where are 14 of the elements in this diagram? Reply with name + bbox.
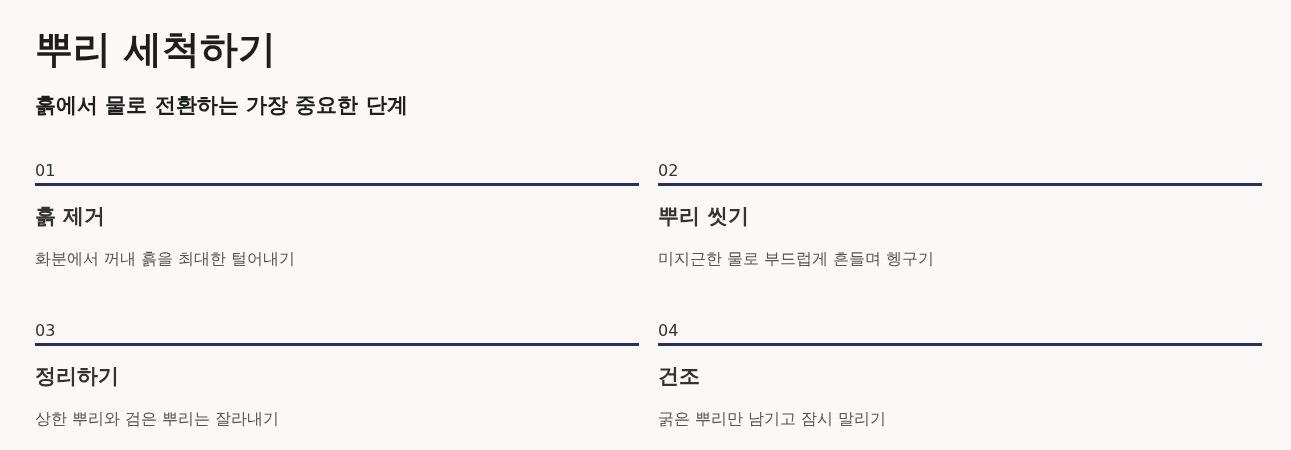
- step-number: 01: [35, 161, 56, 181]
- step-description: 굵은 뿌리만 남기고 잠시 말리기: [658, 408, 887, 430]
- step-number: 04: [658, 321, 679, 341]
- step-description: 화분에서 꺼내 흙을 최대한 털어내기: [35, 248, 296, 270]
- title: 뿌리 세척하기: [35, 26, 277, 73]
- step-heading: 정리하기: [35, 363, 119, 390]
- step-description: 미지근한 물로 부드럽게 흔들며 헹구기: [658, 248, 935, 270]
- step-heading: 건조: [658, 363, 700, 390]
- step-number: 02: [658, 161, 679, 181]
- step-heading: 뿌리 씻기: [658, 203, 750, 230]
- step-heading: 흙 제거: [35, 203, 106, 230]
- step-description: 상한 뿌리와 검은 뿌리는 잘라내기: [35, 408, 280, 430]
- subtitle: 흙에서 물로 전환하는 가장 중요한 단계: [35, 92, 408, 119]
- step-number: 03: [35, 321, 56, 341]
